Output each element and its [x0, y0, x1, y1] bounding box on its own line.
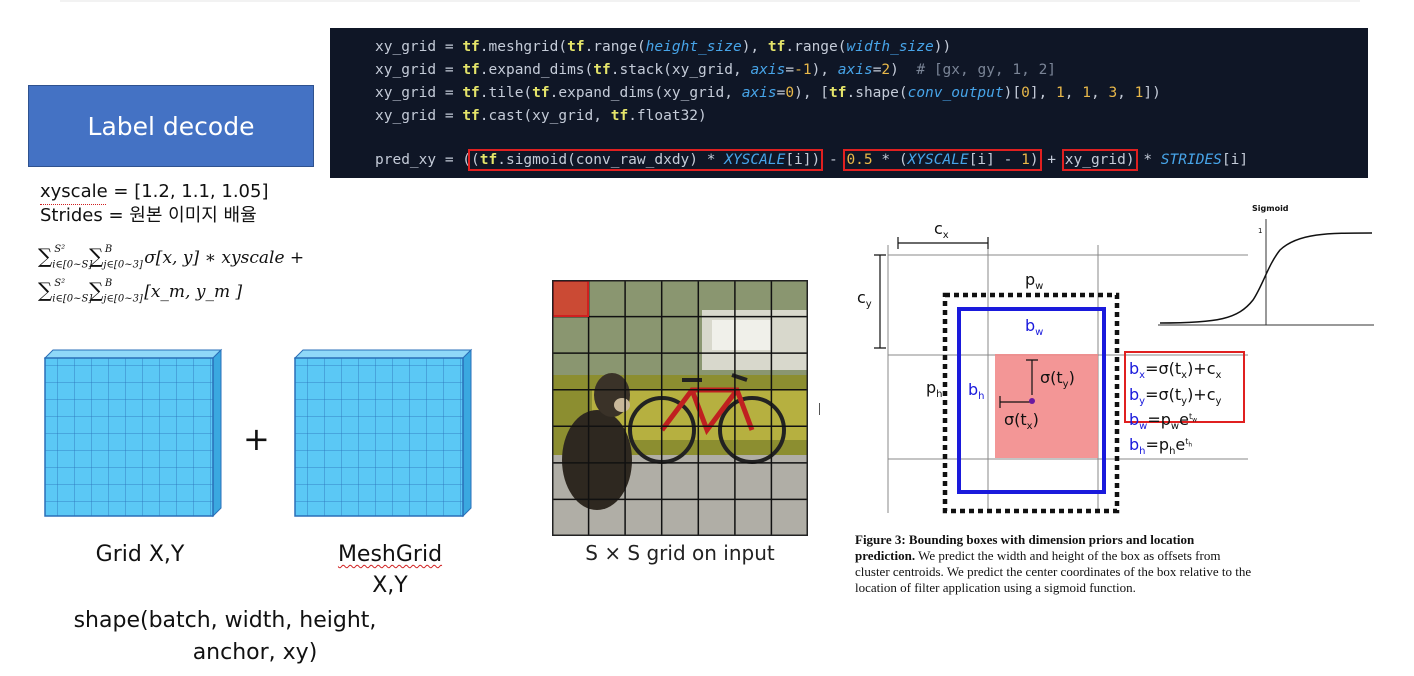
- grid-xy-label: Grid X,Y: [80, 542, 200, 567]
- formula-line-2: ∑i∈[0~S]S²∑j∈[0~3]B[x_m, y_m ]: [38, 278, 242, 304]
- code-line-5: pred_xy = ((tf.sigmoid(conv_raw_dxdy) * …: [375, 152, 1248, 168]
- label-cx: cx: [934, 219, 949, 241]
- grid-photo: [552, 280, 808, 536]
- sum-i-symbol: ∑: [38, 244, 52, 268]
- meshgrid-xy-cube: [295, 350, 471, 516]
- grid-xy-cube: [45, 350, 221, 516]
- sum-i2-symbol: ∑: [38, 278, 52, 302]
- sum-j2-symbol: ∑: [89, 278, 103, 302]
- sum-i-sub: i∈[0~S]: [52, 259, 92, 270]
- label-sigma-ty: σ(ty): [1040, 368, 1075, 390]
- code-line-2: xy_grid = tf.expand_dims(tf.stack(xy_gri…: [375, 62, 1056, 78]
- sum-j-sub: j∈[0~3]: [103, 259, 142, 270]
- highlight-offset-term: 0.5 * (XYSCALE[i] - 1): [846, 152, 1038, 168]
- photo-caption: S × S grid on input: [552, 541, 808, 565]
- slide-title: Label decode: [88, 112, 255, 141]
- figure-caption: Figure 3: Bounding boxes with dimension …: [855, 532, 1255, 596]
- strides-text: Strides = 원본 이미지 배율: [40, 205, 257, 226]
- sum-i2-sup: S²: [54, 278, 65, 289]
- formula-by: by=σ(ty)+cy: [1129, 385, 1221, 407]
- sum-j2-sub: j∈[0~3]: [103, 293, 142, 304]
- label-cy: cy: [857, 288, 872, 310]
- code-line-4: xy_grid = tf.cast(xy_grid, tf.float32): [375, 108, 707, 124]
- sum-j-sup: B: [105, 244, 112, 255]
- code-line-3: xy_grid = tf.tile(tf.expand_dims(xy_grid…: [375, 85, 1161, 101]
- center-point: [1029, 398, 1035, 404]
- label-ph: ph: [926, 378, 943, 400]
- meshgrid-label: MeshGrid: [320, 542, 460, 567]
- formula-text-1: σ[x, y] ∗ xyscale +: [144, 248, 304, 268]
- formula-bx: bx=σ(tx)+cx: [1129, 359, 1221, 381]
- label-bw: bw: [1025, 316, 1043, 338]
- figure-caption-text: We predict the width and height of the b…: [855, 548, 1251, 595]
- sum-i-sup: S²: [54, 244, 65, 255]
- shape-line-2: anchor, xy): [193, 640, 318, 665]
- sigmoid-title: Sigmoid: [1252, 204, 1289, 213]
- formula-bh: bh=pheth: [1129, 435, 1192, 457]
- highlight-sigmoid-term: (tf.sigmoid(conv_raw_dxdy) * XYSCALE[i]): [471, 152, 820, 168]
- slide-title-box: Label decode: [28, 85, 314, 167]
- sum-j-symbol: ∑: [89, 244, 103, 268]
- code-line-1: xy_grid = tf.meshgrid(tf.range(height_si…: [375, 39, 951, 55]
- meshgrid-label-2: X,Y: [320, 573, 460, 598]
- label-bh: bh: [968, 380, 985, 402]
- cy-dimension: [874, 255, 886, 348]
- top-divider: [60, 0, 1360, 2]
- shape-line-2-wrap: anchor, xy): [120, 640, 390, 665]
- formula-text-2: [x_m, y_m ]: [144, 282, 242, 302]
- cursor-mark: [819, 403, 820, 415]
- sum-j2-sup: B: [105, 278, 112, 289]
- highlight-xygrid-term: xy_grid): [1065, 152, 1135, 168]
- plus-sign: +: [243, 420, 270, 458]
- formula-bw: bw=pwetw: [1129, 410, 1197, 432]
- sum-i2-sub: i∈[0~S]: [52, 293, 92, 304]
- strides-note: Strides = 원본 이미지 배율: [40, 204, 257, 228]
- xyscale-text: xyscale = [1.2, 1.1, 1.05]: [40, 181, 268, 202]
- grid-photo-illustration: [552, 280, 808, 536]
- label-pw: pw: [1025, 270, 1043, 292]
- label-sigma-tx: σ(tx): [1004, 410, 1039, 432]
- meshgrid-label-1: MeshGrid: [338, 542, 442, 567]
- code-panel: xy_grid = tf.meshgrid(tf.range(height_si…: [330, 28, 1368, 178]
- shape-line-1: shape(batch, width, height,: [60, 608, 390, 633]
